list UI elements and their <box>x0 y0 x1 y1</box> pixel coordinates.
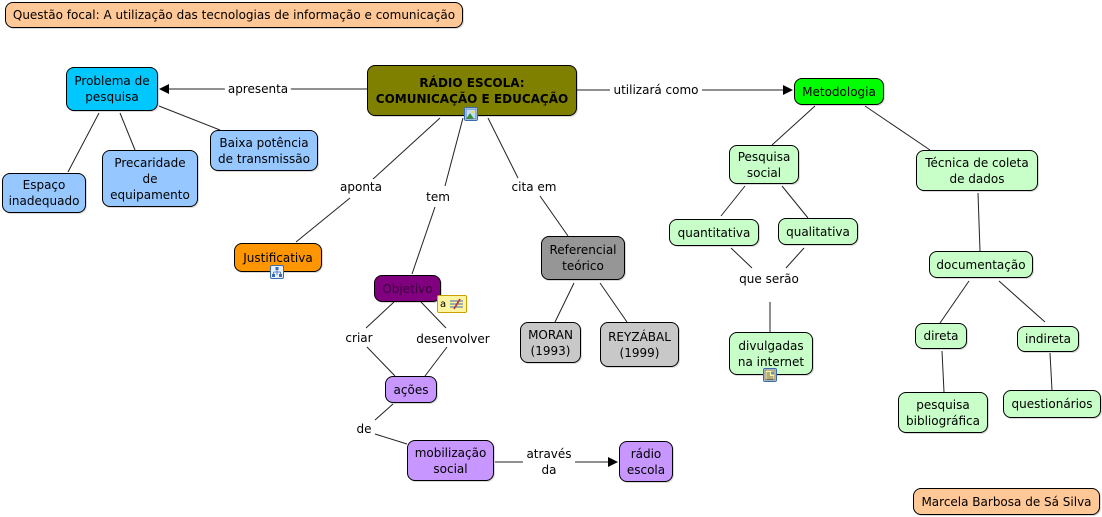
concept-reyzabal[interactable]: REYZÁBAL (1999) <box>600 322 679 367</box>
edge-acoes-de <box>374 403 394 421</box>
concept-baixa[interactable]: Baixa potência de transmissão <box>210 130 318 171</box>
edge-problema-precariedade <box>119 112 136 151</box>
edge-pesquisa-qualitativa <box>781 185 809 219</box>
edge-objetivo-criar <box>365 301 395 329</box>
concept-precariedade[interactable]: Precaridade de equipamento <box>102 150 198 207</box>
link-que-serao[interactable]: que serão <box>736 271 802 287</box>
edge-problema-espaco <box>67 112 100 173</box>
edge-referencial-moran <box>554 282 575 323</box>
edge-direta-bibliografica <box>941 350 945 393</box>
concept-problema[interactable]: Problema de pesquisa <box>66 67 158 111</box>
concept-moran[interactable]: MORAN (1993) <box>520 322 581 363</box>
concept-questionarios[interactable]: questionários <box>1003 390 1101 418</box>
edge-metodologia-pesquisa <box>771 105 816 146</box>
edge-criar-acoes <box>366 346 396 377</box>
link-tem[interactable]: tem <box>423 189 453 205</box>
link-criar[interactable]: criar <box>342 330 376 346</box>
concept-divulgadas[interactable]: divulgadas na internet <box>729 332 813 375</box>
concept-objetivo[interactable]: Objetivo <box>374 275 441 302</box>
focal-question[interactable]: Questão focal: A utilização das tecnolog… <box>5 2 463 28</box>
edge-documentacao-indireta <box>998 280 1046 323</box>
edge-indireta-questionarios <box>1049 352 1053 391</box>
concept-acoes[interactable]: ações <box>385 376 437 403</box>
edge-main-aponta <box>371 117 441 181</box>
concept-quantitativa[interactable]: quantitativa <box>669 219 759 246</box>
edge-referencial-reyzabal <box>599 282 628 323</box>
edge-de-mobilizacao <box>374 433 408 445</box>
concept-mobilizacao[interactable]: mobilização social <box>407 440 494 481</box>
concept-metodologia[interactable]: Metodologia <box>794 78 884 105</box>
edge-desenvolver-acoes <box>424 346 448 377</box>
edge-quantitativa-queserao <box>730 247 753 269</box>
svg-text:a: a <box>440 299 446 310</box>
edge-documentacao-direta <box>939 280 970 324</box>
concept-referencial[interactable]: Referencial teórico <box>541 236 625 280</box>
link-apresenta[interactable]: apresenta <box>224 81 292 97</box>
link-utilizara[interactable]: utilizará como <box>610 82 702 98</box>
link-atraves[interactable]: através da <box>523 446 575 478</box>
edge-objetivo-desenvolver <box>420 301 447 329</box>
concept-bibliografica[interactable]: pesquisa bibliográfica <box>898 392 988 433</box>
link-de[interactable]: de <box>353 421 375 437</box>
edge-cita-referencial <box>539 195 569 237</box>
link-desenvolver[interactable]: desenvolver <box>413 331 493 347</box>
image-resource-icon[interactable] <box>464 107 478 121</box>
edge-tem-objetivo <box>411 206 436 275</box>
concept-pesquisa-social[interactable]: Pesquisa social <box>729 145 799 184</box>
edge-tecnica-documentacao <box>977 192 981 252</box>
concept-qualitativa[interactable]: qualitativa <box>778 218 858 245</box>
edge-pesquisa-quantitativa <box>720 185 746 217</box>
edge-problema-baixa <box>158 105 221 131</box>
concept-direta[interactable]: direta <box>915 323 967 349</box>
concept-radio[interactable]: rádio escola <box>619 441 673 482</box>
edge-aponta-justificativa <box>295 197 351 243</box>
author-name[interactable]: Marcela Barbosa de Sá Silva <box>913 488 1100 515</box>
concept-espaco[interactable]: Espaço inadequado <box>2 173 86 213</box>
link-cita[interactable]: cita em <box>508 179 560 195</box>
edge-metodologia-tecnica <box>864 105 931 151</box>
link-aponta[interactable]: aponta <box>337 179 385 195</box>
concept-map-resource-icon[interactable] <box>270 265 284 279</box>
concept-indireta[interactable]: indireta <box>1017 326 1079 352</box>
web-page-resource-icon[interactable] <box>763 368 777 382</box>
concept-tecnica[interactable]: Técnica de coleta de dados <box>916 150 1038 191</box>
edge-main-cita <box>487 117 519 179</box>
concept-justificativa[interactable]: Justificativa <box>234 243 322 272</box>
concept-documentacao[interactable]: documentação <box>929 251 1033 278</box>
edge-main-tem <box>444 117 464 187</box>
edge-qualitativa-queserao <box>785 247 805 269</box>
annotation-note-icon[interactable]: a <box>437 295 467 313</box>
